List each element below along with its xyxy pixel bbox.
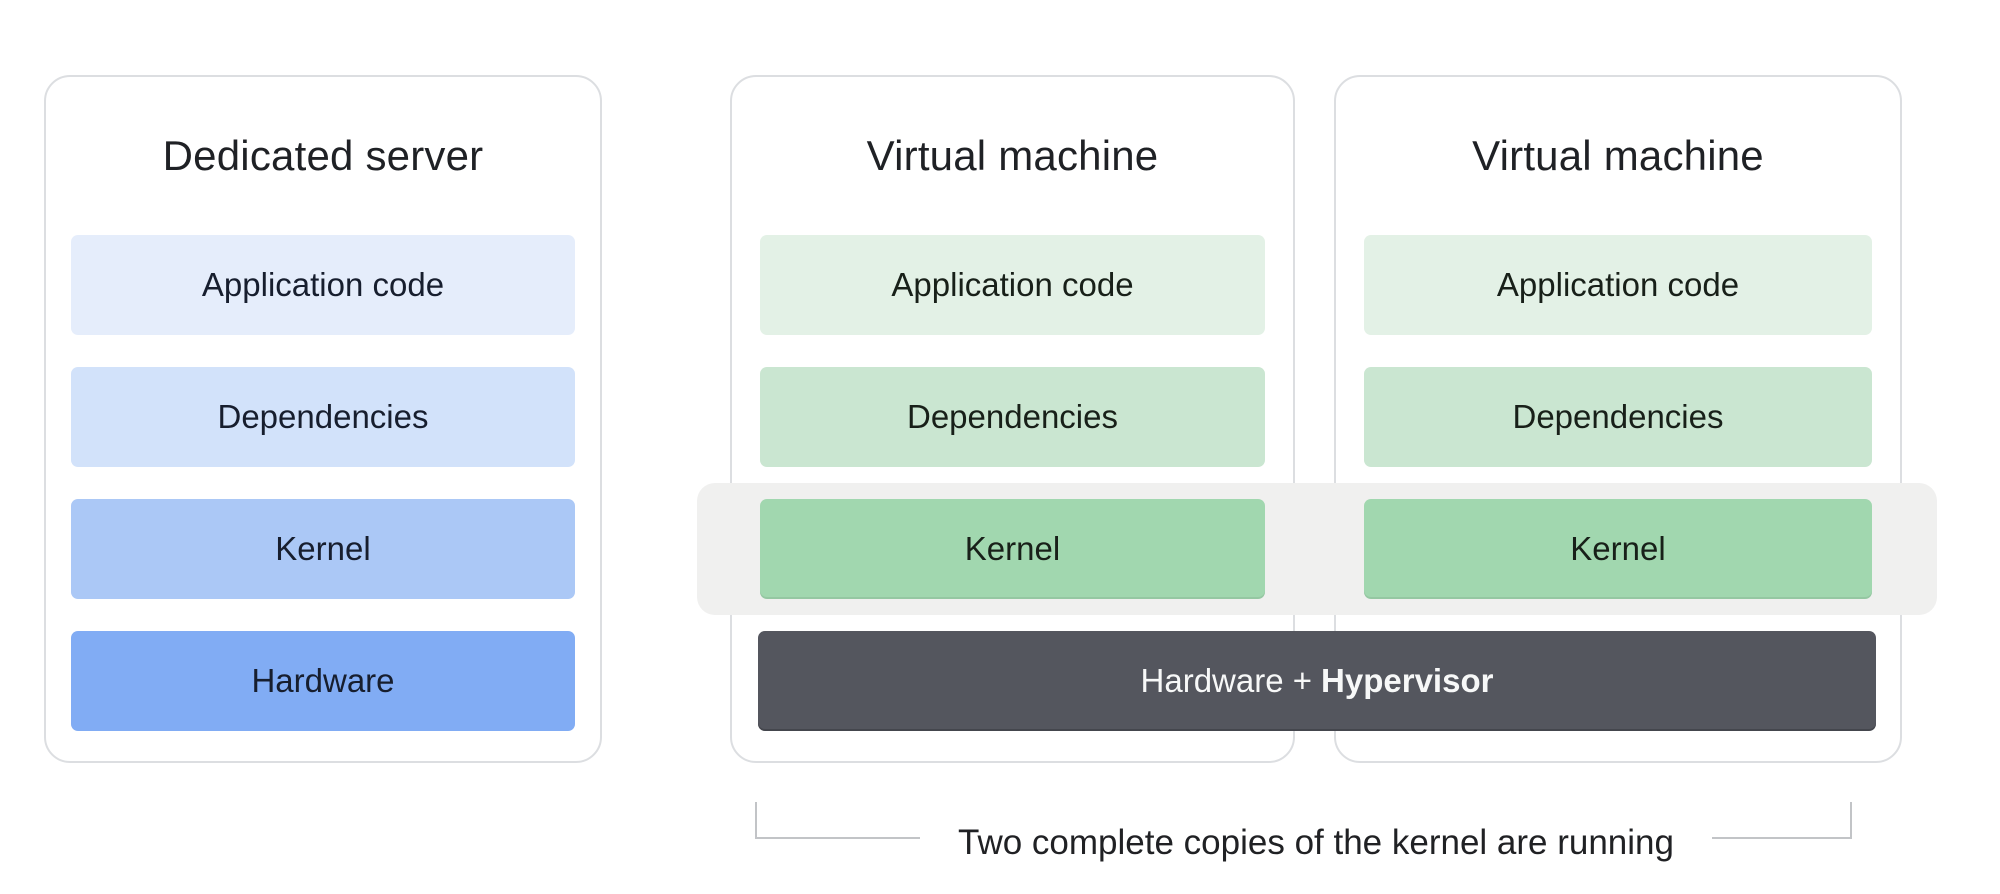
layer-application-code: Application code <box>71 235 575 335</box>
hypervisor-bar-label: Hardware + <box>1140 662 1313 699</box>
hardware-hypervisor-bar: Hardware + Hypervisor <box>758 631 1876 731</box>
virtual-machine-card-1: Virtual machine Application code Depende… <box>730 75 1295 763</box>
card-title: Virtual machine <box>1472 132 1764 179</box>
layer-kernel: Kernel <box>760 499 1265 599</box>
layer-dependencies: Dependencies <box>1364 367 1872 467</box>
layer-application-code: Application code <box>1364 235 1872 335</box>
hypervisor-bar-label-bold: Hypervisor <box>1321 662 1494 699</box>
caption-bracket-right <box>1712 802 1852 839</box>
layer-kernel: Kernel <box>71 499 575 599</box>
layer-dependencies: Dependencies <box>760 367 1265 467</box>
caption-bracket-left <box>755 802 920 839</box>
layer-application-code: Application code <box>760 235 1265 335</box>
layer-hardware: Hardware <box>71 631 575 731</box>
caption-text: Two complete copies of the kernel are ru… <box>958 823 1674 862</box>
card-title: Virtual machine <box>866 132 1159 179</box>
dedicated-server-card: Dedicated server Application code Depend… <box>44 75 602 763</box>
layer-dependencies: Dependencies <box>71 367 575 467</box>
card-title: Dedicated server <box>162 132 484 179</box>
layer-kernel: Kernel <box>1364 499 1872 599</box>
